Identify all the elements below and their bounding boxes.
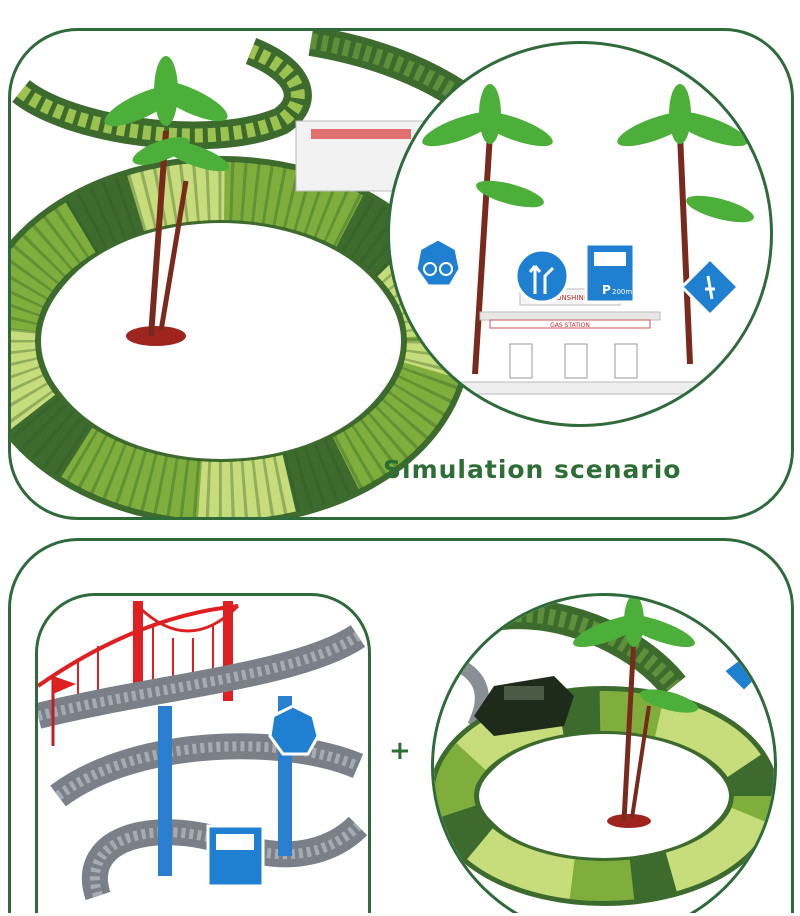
station-sign-text: GAS STATION	[550, 322, 590, 329]
plus-separator: +	[389, 736, 411, 766]
parking-distance: 200m	[612, 288, 632, 296]
simulation-caption: Simulation scenario	[383, 455, 682, 484]
signs-inset-circle: SUNSHINE GAS STATION P 200m	[387, 41, 773, 427]
parking-letter: P	[602, 283, 611, 297]
bottom-feature-panel: +	[8, 538, 794, 913]
car-track-circle	[431, 593, 777, 913]
welcome-sign-text: SUNSHINE	[552, 294, 588, 302]
toy-car	[474, 676, 574, 736]
top-feature-panel: SUNSHINE GAS STATION P 200m Simulation s…	[8, 28, 794, 520]
bridge-photo	[35, 593, 371, 913]
